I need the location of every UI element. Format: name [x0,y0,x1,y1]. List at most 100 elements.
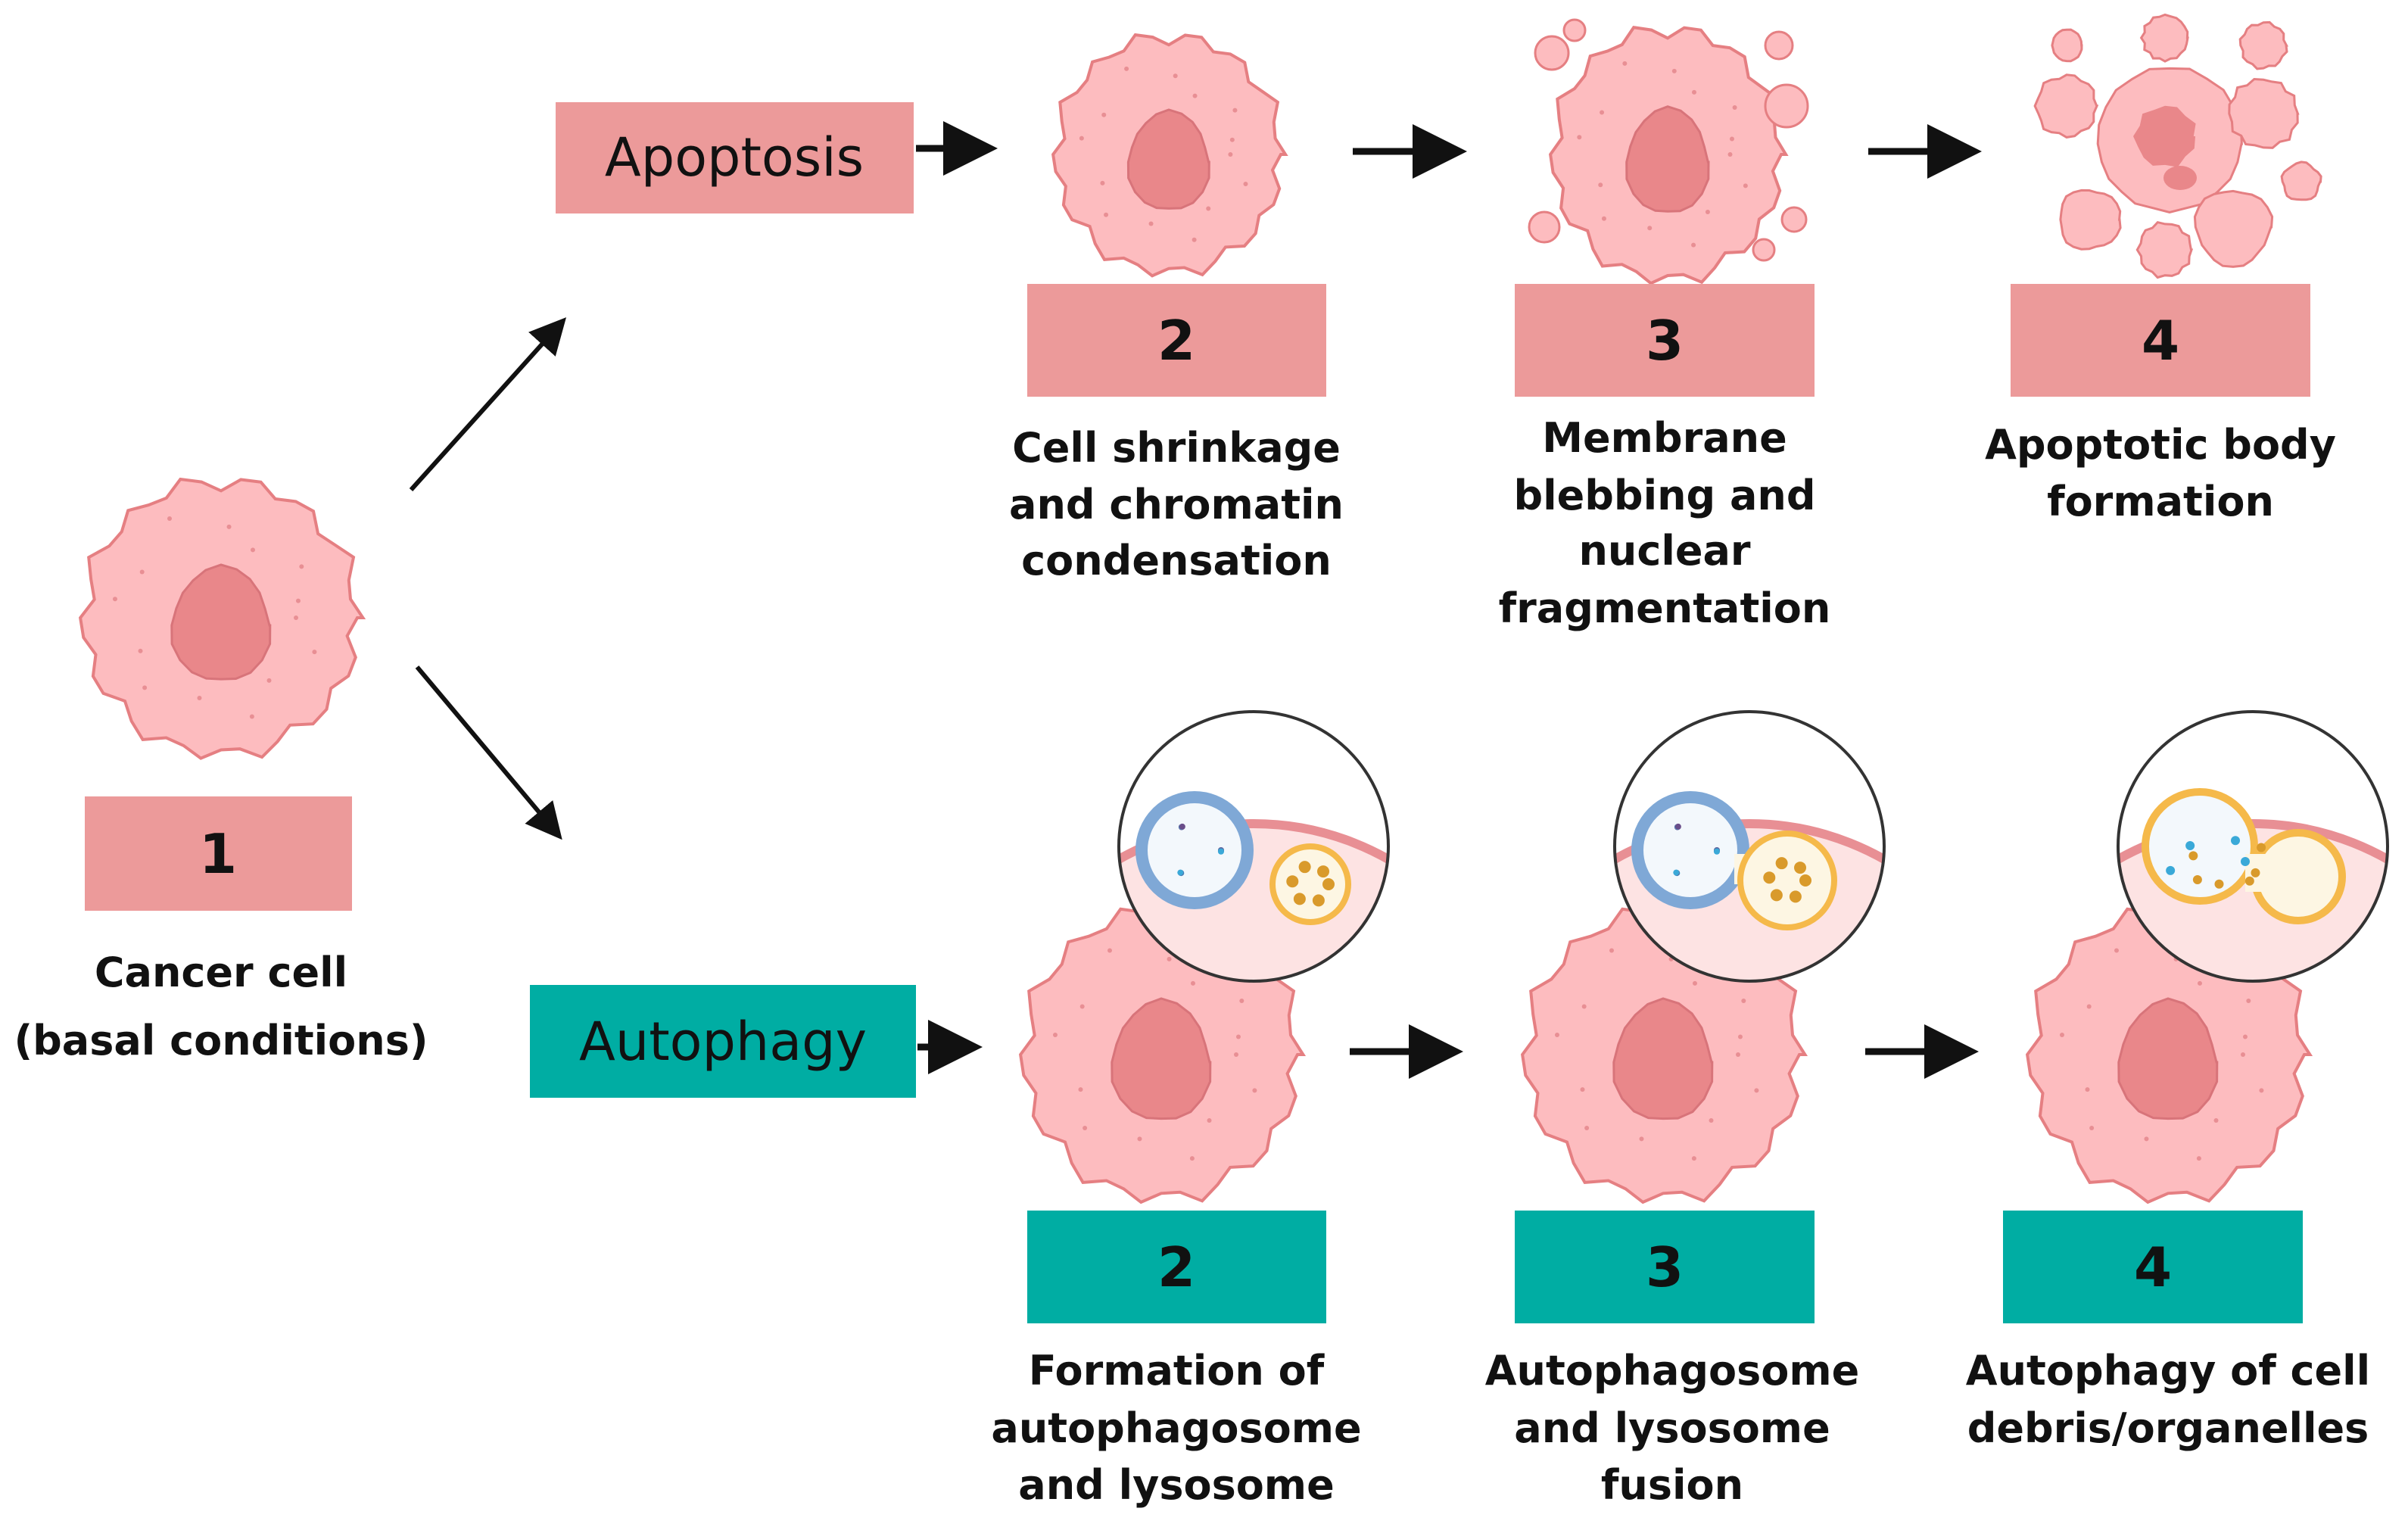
cell-granule [1671,68,1677,73]
cell-granule [1601,216,1606,221]
cell-granule [1581,1004,1587,1009]
step-badge [2003,1211,2303,1323]
lysosome-enzyme [1293,893,1306,905]
cell-granule [2114,948,2120,953]
step-caption-line: fusion [1601,1461,1743,1509]
organelle-debris [2257,843,2266,852]
step-caption-line: fragmentation [1499,584,1831,632]
cell-granule [1577,135,1582,140]
organelle-debris [2192,874,2202,884]
apoptotic-body [2139,13,2189,63]
cell-granule [1079,136,1084,141]
inset-content [2118,788,2388,981]
apoptosis-step-2: 2 Cell shrinkage and chromatin condensat… [1009,284,1344,584]
cell-nucleus [170,563,272,681]
cell-nucleus [1126,108,1210,210]
cell-granule [1639,1136,1644,1142]
cell-granule [142,685,148,690]
inset-content [1119,791,1388,981]
autophagy-step-2: 2 Formation of autophagosome and lysosom… [991,1211,1362,1509]
cell-granule [1554,1032,1559,1037]
cell-granule [295,598,301,603]
cell-granule [1239,999,1244,1004]
lysosome-enzyme [1312,894,1325,907]
autophagy-title: Autophagy [579,1011,867,1073]
step-number: 2 [1157,309,1195,372]
membrane-bleb [1562,18,1587,42]
cell-granule [1078,1087,1083,1092]
step-caption-line: and lysosome [1018,1461,1334,1509]
inset-content [1615,791,1884,981]
cell-membrane-detail [1615,819,1884,981]
lysosome-enzyme [1317,865,1330,878]
cell-granule [2246,999,2251,1004]
cell-granule [2144,1136,2149,1142]
membrane-bleb [1752,238,1776,262]
cell-granule [1148,221,1154,226]
lysosome-enzyme [1322,878,1335,890]
cell-granule [1736,1052,1740,1057]
organelle-debris [2241,857,2250,866]
autophagosome [1631,791,1749,909]
membrane-bleb [1764,83,1809,129]
step-badge [2011,284,2310,397]
autophagy-badge [530,985,916,1098]
cell-granule [2197,980,2202,986]
cell-granule [1584,1126,1590,1131]
membrane-bleb [1528,210,1561,244]
lysosome-enzyme [1770,889,1783,902]
organelle-debris [1674,823,1681,830]
arrow-to-apoptosis [409,317,567,492]
step-1-number: 1 [199,822,237,886]
cell-granule [1709,1118,1714,1123]
apoptotic-body [2193,189,2274,268]
lysosome [1737,831,1837,930]
cell-granule [2259,1088,2264,1093]
apoptotic-body [2228,77,2300,149]
cell-granule [139,569,145,575]
lysosome-enzyme [1763,871,1776,884]
organelle-debris [1713,848,1720,855]
arrow-to-autophagy [415,665,562,840]
cell-granule [226,524,232,529]
cell-granule [2241,1052,2245,1057]
cell-granule [1206,206,1211,211]
membrane-bleb [1764,30,1794,61]
autophagy-step-4: 4 Autophagy of cell debris/organelles [1966,1211,2370,1452]
step-number: 3 [1646,309,1684,372]
cell-granule [2089,1126,2095,1131]
step-1-badge [85,796,352,911]
step-badge [1515,1211,1815,1323]
cell-membrane-detail [1119,819,1388,981]
step-caption-line: autophagosome [991,1404,1361,1452]
step-caption-line: Membrane [1542,414,1787,462]
step-1-box: 1 [85,796,352,911]
apoptotic-body [2051,28,2083,63]
step-caption-line: Cell shrinkage [1012,424,1341,472]
cell-granule [1600,110,1605,115]
organelle-debris [2166,865,2176,875]
lysosome-enzyme [1789,890,1802,903]
cell-granule [266,678,272,683]
step-caption-line: formation [2047,478,2274,525]
cell-granule [1691,89,1696,95]
cell-granule [1729,136,1734,142]
step-caption-line: Autophagy of cell [1966,1347,2370,1395]
organelle-debris [1673,869,1680,876]
cell-granule [112,597,117,602]
apoptotic-body [2033,73,2099,139]
organelle-debris [2244,876,2254,886]
cell-granule [1234,1052,1238,1057]
cell-granule [1083,1126,1088,1131]
lysosome-enzyme [1794,862,1807,874]
lysosome [1269,843,1351,925]
cell-granule [1705,209,1710,214]
cell-granule [1173,73,1178,79]
step-caption-line: Autophagosome [1485,1347,1860,1395]
nuclear-fragment [2163,166,2197,190]
cell-granule [2213,1118,2219,1123]
autophagy-step-3: 3 Autophagosome and lysosome fusion [1485,1211,1860,1509]
cell-granule [2196,1156,2201,1161]
cell-granule [250,547,255,553]
